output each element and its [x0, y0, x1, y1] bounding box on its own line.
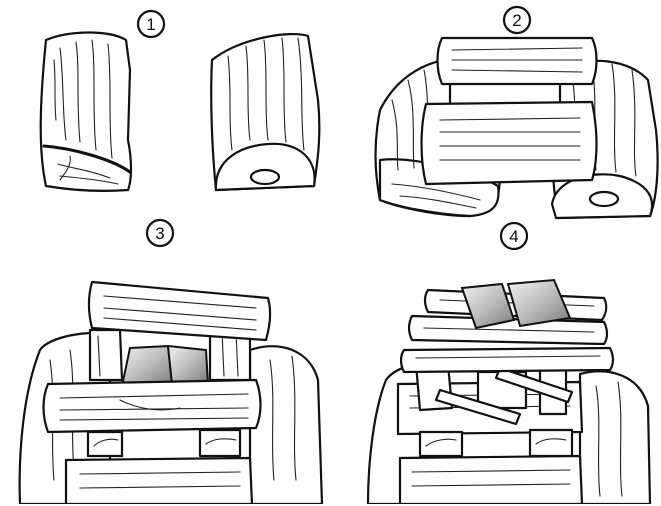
step-1-number: 1 — [146, 15, 155, 34]
metal-block-icon — [122, 346, 208, 386]
step-3-number: 3 — [155, 224, 164, 243]
step-4-number: 4 — [509, 227, 518, 246]
front-plank — [44, 380, 261, 432]
step-3-badge: 3 — [147, 220, 173, 246]
step-4-badge: 4 — [501, 223, 527, 249]
step-1-panel: 1 — [41, 11, 320, 191]
step-2-badge: 2 — [504, 7, 530, 33]
split-log-left — [41, 33, 131, 191]
step-1-badge: 1 — [138, 11, 164, 37]
step-2-number: 2 — [512, 11, 521, 30]
top-plank — [438, 38, 597, 84]
step-2-panel: 2 — [376, 7, 658, 218]
round-log-right — [211, 34, 319, 190]
front-plank — [422, 102, 597, 184]
step-4-panel: 4 — [368, 223, 650, 504]
step-3-panel: 3 — [20, 220, 322, 504]
